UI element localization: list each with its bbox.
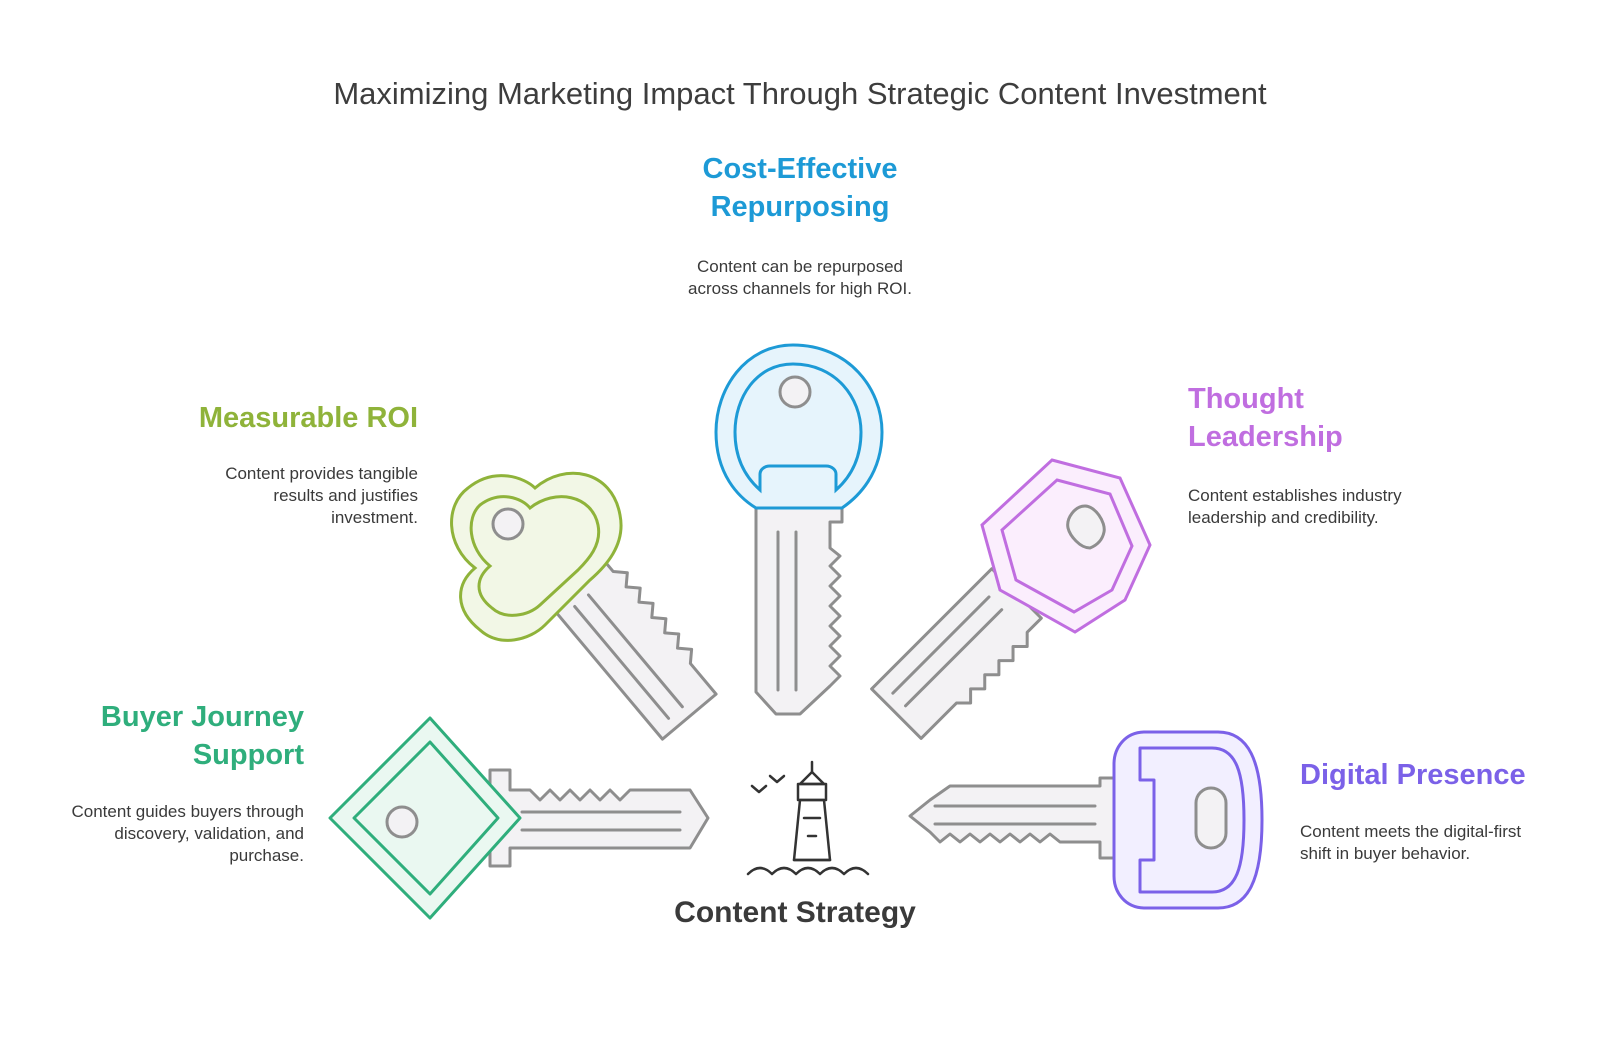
key-hole: [1194, 786, 1228, 850]
heading-line: Repurposing: [710, 191, 890, 223]
description-line: Content provides tangible: [225, 464, 418, 483]
heading-repurposing: Cost-Effective Repurposing: [640, 150, 960, 226]
description-line: Content establishes industry: [1188, 486, 1402, 505]
heading-line: Measurable ROI: [198, 402, 418, 434]
page-title: Maximizing Marketing Impact Through Stra…: [333, 76, 1267, 111]
key-journey: [328, 716, 710, 920]
center-label: Content Strategy: [674, 896, 916, 929]
key-repurposing: [714, 343, 884, 716]
description-line: Content can be repurposed: [696, 257, 904, 276]
description-digital: Content meets the digital-first shift in…: [1300, 821, 1590, 865]
description-line: across channels for high ROI.: [688, 279, 912, 298]
lighthouse-icon: [746, 760, 870, 876]
description-thought: Content establishes industry leadership …: [1188, 485, 1508, 529]
heading-thought: Thought Leadership: [1188, 380, 1488, 456]
key-thought: [870, 458, 1152, 740]
key-roi: [450, 471, 718, 741]
description-line: Content meets the digital-first: [1300, 822, 1522, 841]
heading-line: Support: [192, 739, 304, 771]
key-digital: [908, 730, 1264, 910]
heading-line: Digital Presence: [1300, 759, 1526, 791]
heading-line: Cost-Effective: [702, 153, 898, 185]
description-line: shift in buyer behavior.: [1300, 844, 1471, 863]
description-line: Content guides buyers through: [71, 802, 305, 821]
description-journey: Content guides buyers through discovery,…: [24, 801, 305, 867]
description-line: investment.: [331, 508, 418, 527]
key-hole: [385, 805, 419, 839]
description-roi: Content provides tangible results and ju…: [118, 463, 418, 529]
description-line: leadership and credibility.: [1188, 508, 1379, 527]
key-hole: [491, 507, 525, 541]
description-line: purchase.: [229, 846, 304, 865]
description-repurposing: Content can be repurposed across channel…: [640, 256, 960, 300]
description-line: discovery, validation, and: [114, 824, 304, 843]
heading-journey: Buyer Journey Support: [40, 698, 304, 774]
key-hole: [1066, 504, 1106, 550]
description-line: results and justifies: [273, 486, 418, 505]
heading-digital: Digital Presence: [1300, 756, 1590, 794]
heading-roi: Measurable ROI: [110, 399, 418, 437]
heading-line: Leadership: [1188, 421, 1343, 453]
heading-line: Thought: [1188, 383, 1304, 415]
heading-line: Buyer Journey: [100, 701, 304, 733]
key-hole: [778, 375, 812, 409]
